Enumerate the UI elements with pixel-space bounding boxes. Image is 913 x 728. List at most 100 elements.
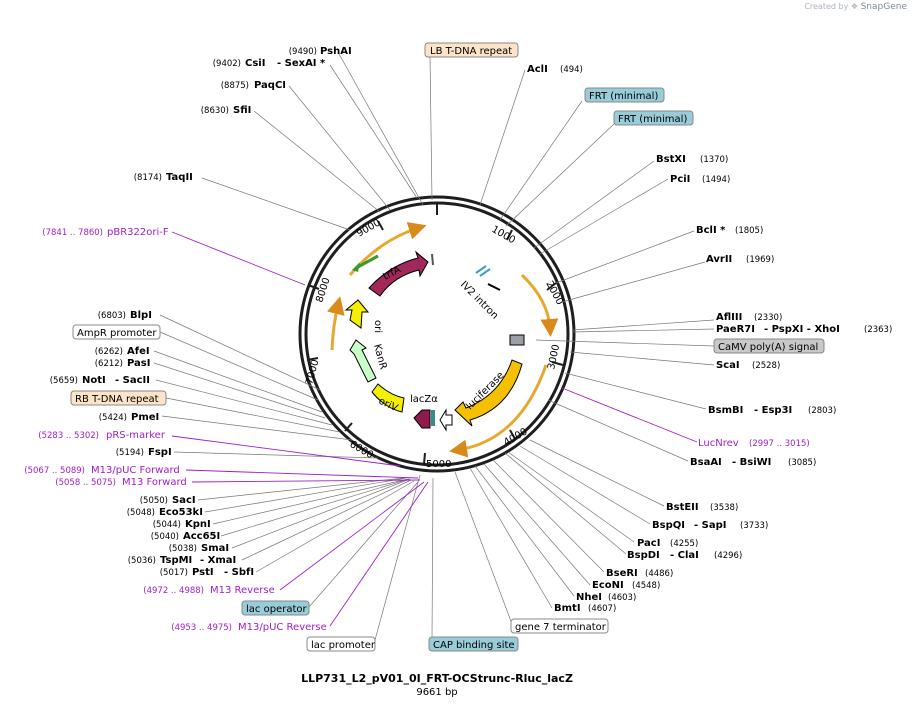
label-lac-operator: lac operator xyxy=(246,604,307,615)
label-gene7: gene 7 terminator xyxy=(515,622,607,633)
plasmid-title: LLP731_L2_pV01_0I_FRT-OCStrunc-Rluc_lacZ xyxy=(301,672,573,685)
label-ori: ori xyxy=(372,320,383,333)
credit-prefix: Created by xyxy=(804,2,849,11)
site-name: BspDI xyxy=(627,550,660,561)
primer-leaders xyxy=(171,231,698,627)
site-pos: (9402) xyxy=(213,59,241,69)
site-name: Eco53kI xyxy=(159,507,203,518)
label-ampr-promoter: AmpR promoter xyxy=(77,328,157,339)
primer-range: (2997 .. 3015) xyxy=(749,439,810,449)
snapgene-credit: Created by ❖ SnapGene xyxy=(804,2,907,12)
site-extra: - SacII xyxy=(115,375,150,386)
site-extra: - SexAI * xyxy=(277,58,326,69)
primer-range: (5058 .. 5075) xyxy=(55,478,116,488)
feature-green-arrow xyxy=(355,254,379,270)
box-rb-tdna xyxy=(70,390,167,406)
site-pos: (5036) xyxy=(128,556,156,566)
site-name: AvrII xyxy=(706,254,732,265)
site-name: BstXI xyxy=(656,154,686,165)
feature-lacZa xyxy=(413,409,431,429)
site-pos: (6212) xyxy=(95,359,123,369)
site-pos: (494) xyxy=(560,65,583,75)
site-name: SfiI xyxy=(233,105,251,116)
green-arrow-head xyxy=(352,262,360,272)
site-extra: - Esp3I xyxy=(754,405,792,416)
site-name: PaqCI xyxy=(254,80,286,91)
site-extra: - SbfI xyxy=(224,567,254,578)
site-name: NheI xyxy=(576,592,602,603)
site-name: PshAI xyxy=(320,46,352,57)
feature-KanR xyxy=(349,339,377,383)
primer-name: M13 Reverse xyxy=(210,585,275,596)
site-pos: (5017) xyxy=(160,568,188,578)
label-frt-2: FRT (minimal) xyxy=(618,114,687,125)
site-extra: - BsiWI xyxy=(732,457,771,468)
site-pos: (4296) xyxy=(714,551,742,561)
site-name: BspQI xyxy=(652,520,685,531)
site-name: NotI xyxy=(82,375,106,386)
site-pos: (1494) xyxy=(702,175,730,185)
site-name: PasI xyxy=(127,358,150,369)
site-pos: (5048) xyxy=(127,508,155,518)
site-pos: (2803) xyxy=(808,406,836,416)
site-name: SacI xyxy=(172,495,196,506)
site-name: PaeR7I xyxy=(716,324,755,335)
site-pos: (2363) xyxy=(864,325,892,335)
site-name: BlpI xyxy=(130,310,152,321)
site-name: KpnI xyxy=(185,519,211,530)
primers: (7841 .. 7860) pBR322ori-F (5283 .. 5302… xyxy=(24,227,809,633)
feature-boxes: LB T-DNA repeat FRT (minimal) FRT (minim… xyxy=(70,42,825,652)
feature-lac-promoter-arrow xyxy=(439,408,453,432)
site-pos: (2330) xyxy=(754,313,782,323)
site-name: AfeI xyxy=(127,346,150,357)
site-extra: - ClaI xyxy=(670,550,699,561)
site-extra: - XmaI xyxy=(200,555,236,566)
site-pos: (8174) xyxy=(134,173,162,183)
primer-name: pBR322ori-F xyxy=(107,227,169,238)
site-pos: (6262) xyxy=(95,347,123,357)
primer-range: (4953 .. 4975) xyxy=(171,623,232,633)
leader-lines xyxy=(153,51,715,641)
credit-brand: SnapGene xyxy=(860,2,907,12)
site-name: BsaAI xyxy=(690,457,722,468)
label-lac-promoter: lac promoter xyxy=(311,640,376,651)
primer-range: (7841 .. 7860) xyxy=(42,228,103,238)
tick-3000: 3000 xyxy=(546,343,562,370)
arc-2000 xyxy=(520,273,559,337)
site-pos: (6803) xyxy=(98,311,126,321)
tick-5000: 5000 xyxy=(426,459,451,470)
site-name: EcoNI xyxy=(592,580,624,591)
site-pos: (5659) xyxy=(50,376,78,386)
site-name: BsmBI xyxy=(708,405,743,416)
site-pos: (1969) xyxy=(746,255,774,265)
plasmid-length: 9661 bp xyxy=(416,687,457,698)
site-name: ScaI xyxy=(716,360,740,371)
site-extra: - PspXI - XhoI xyxy=(764,324,840,335)
box-frt-2 xyxy=(613,110,694,126)
site-pos: (9490) xyxy=(289,47,317,57)
sites-left: (9490) PshAI (9402) CsiI - SexAI * (8875… xyxy=(50,46,352,578)
inner-features: trfA ori KanR oriV lacZα luciferase IV2 … xyxy=(344,250,525,432)
label-cap-site: CAP binding site xyxy=(433,640,515,651)
site-pos: (5424) xyxy=(99,413,127,423)
box-frt-1 xyxy=(584,87,665,103)
feature-ori xyxy=(344,299,370,329)
site-pos: (4603) xyxy=(608,593,636,603)
site-pos: (5040) xyxy=(151,532,179,542)
primer-name: pRS-marker xyxy=(106,430,166,441)
site-pos: (8630) xyxy=(201,106,229,116)
box-ampr-promoter xyxy=(72,324,161,340)
feature-trfA xyxy=(368,250,429,297)
primer-range: (5283 .. 5302) xyxy=(38,431,99,441)
site-name: AclI xyxy=(527,64,548,75)
site-name: SmaI xyxy=(201,543,229,554)
sites-right: AclI (494) BstXI (1370) PciI (1494) BclI… xyxy=(527,64,892,614)
box-lb-tdna xyxy=(424,42,519,58)
box-camv xyxy=(713,338,825,354)
site-name: BclI * xyxy=(696,225,726,236)
site-name: BmtI xyxy=(554,603,581,614)
backbone-inner-ring xyxy=(304,201,570,467)
site-name: Acc65I xyxy=(183,531,220,542)
site-pos: (3538) xyxy=(710,503,738,513)
